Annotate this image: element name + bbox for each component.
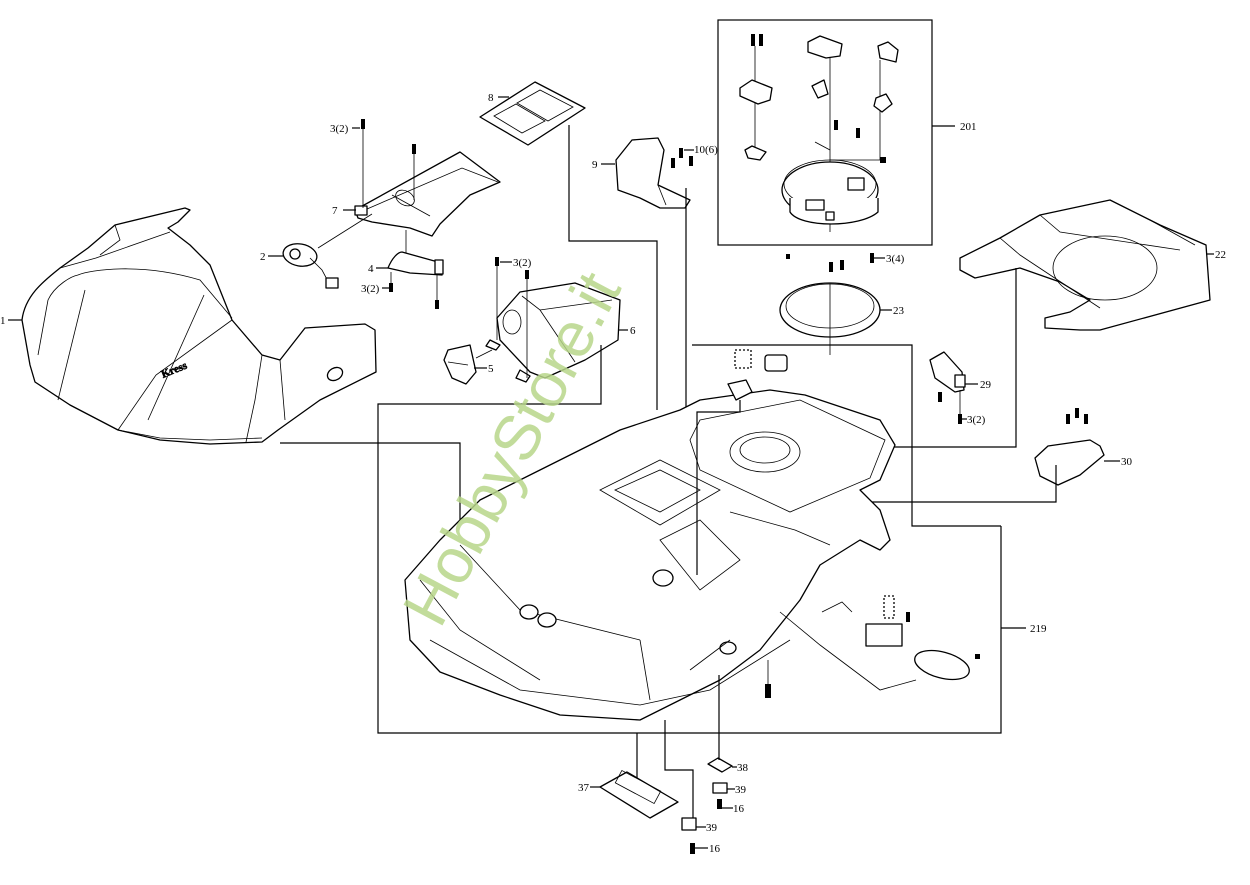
part-219-chassis-cover[interactable]	[404, 389, 896, 721]
label-6: 6	[630, 325, 636, 337]
label-16b: 16	[709, 843, 721, 855]
part-30-lid[interactable]	[1034, 408, 1105, 486]
screw-icon	[435, 300, 439, 309]
screw-icon	[525, 270, 529, 279]
part-8-display-window[interactable]	[479, 81, 586, 146]
stop-button[interactable]	[912, 645, 973, 685]
label-7: 7	[332, 205, 338, 217]
label-219: 219	[1030, 623, 1047, 635]
label-9: 9	[592, 159, 598, 171]
part-9-cover-flap[interactable]	[615, 137, 691, 209]
label-38: 38	[737, 762, 749, 774]
part-39-clip-upper[interactable]	[712, 782, 728, 794]
screw-icon	[689, 156, 693, 166]
switch-block[interactable]	[865, 623, 903, 647]
part-5-light-lens[interactable]	[443, 344, 493, 385]
label-8: 8	[488, 92, 494, 104]
label-39a: 39	[735, 784, 747, 796]
part-1-top-cover[interactable]: Kress	[21, 207, 377, 445]
label-3e: 3(2)	[967, 414, 986, 426]
label-5: 5	[488, 363, 494, 375]
screw-icon	[412, 144, 416, 154]
label-39b: 39	[706, 822, 718, 834]
label-201: 201	[960, 121, 977, 133]
screw-icon	[389, 283, 393, 292]
label-23: 23	[893, 305, 905, 317]
label-16a: 16	[733, 803, 745, 815]
screw-icon	[690, 843, 695, 854]
spring-icon	[883, 595, 895, 619]
part-6-front-housing[interactable]	[485, 282, 621, 383]
part-23-seal-ring[interactable]	[779, 282, 881, 355]
screw-icon	[717, 799, 722, 809]
screw-icon	[361, 119, 365, 129]
label-1: 1	[0, 315, 6, 327]
label-3c: 3(2)	[513, 257, 532, 269]
screw-icon	[671, 158, 675, 168]
part-38-plate[interactable]	[707, 757, 733, 773]
label-22: 22	[1215, 249, 1226, 261]
part-4-bracket[interactable]	[387, 230, 444, 276]
part-2-light-lens[interactable]	[281, 213, 373, 289]
screw-icon	[786, 254, 790, 259]
label-3d: 3(4)	[886, 253, 905, 265]
label-37: 37	[578, 782, 590, 794]
screw-icon	[958, 414, 962, 424]
part-29-hinge[interactable]	[929, 351, 966, 415]
screw-icon	[495, 257, 499, 266]
screw-icon	[840, 260, 844, 270]
label-3b: 3(2)	[361, 283, 380, 295]
label-30: 30	[1121, 456, 1133, 468]
part-7-front-housing[interactable]	[354, 151, 501, 237]
part-201-knob-assembly[interactable]	[717, 19, 933, 246]
label-10: 10(6)	[694, 144, 718, 156]
label-3a: 3(2)	[330, 123, 349, 135]
label-29: 29	[980, 379, 992, 391]
part-37-panel[interactable]	[599, 769, 679, 819]
screw-icon	[679, 148, 683, 158]
screw-icon	[870, 253, 874, 263]
screw-icon	[829, 262, 833, 272]
label-2: 2	[260, 251, 266, 263]
label-4: 4	[368, 263, 374, 275]
part-22-top-frame[interactable]	[959, 199, 1211, 331]
part-39-clip-lower[interactable]	[681, 817, 697, 831]
